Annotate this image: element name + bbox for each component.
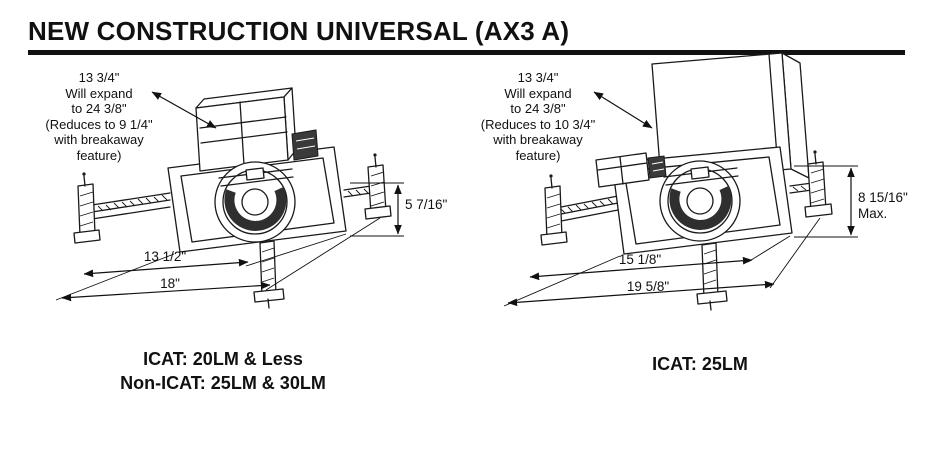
- left-nailer-bracket: [540, 174, 568, 246]
- left-width-dimensions: [55, 217, 381, 302]
- right-expand-dimension-arrow: [593, 91, 653, 129]
- note-line: (Reduces to 10 3/4": [480, 116, 596, 132]
- note-line: feature): [515, 147, 561, 163]
- right-height-dimension: [794, 165, 858, 238]
- note-line: 13 3/4": [78, 70, 120, 85]
- right-nailer-bracket: [804, 150, 833, 218]
- right-nailer-bracket: [364, 153, 392, 220]
- right-expand-note: 13 3/4" Will expand to 24 3/8" (Reduces …: [458, 70, 618, 163]
- right-height-dim-label: 8 15/16" Max.: [858, 190, 908, 222]
- left-expand-note: 13 3/4" Will expand to 24 3/8" (Reduces …: [20, 70, 178, 163]
- caption-line: ICAT: 20LM & Less: [143, 349, 303, 369]
- left-height-dimension: [350, 182, 404, 237]
- left-hanger-bar: [555, 195, 619, 223]
- height-suffix: Max.: [858, 206, 888, 221]
- right-hanger-bar: [343, 185, 372, 198]
- left-hanger-bar: [91, 192, 171, 220]
- note-line: Will expand: [504, 85, 572, 101]
- junction-box: [195, 87, 319, 172]
- right-hanger-bar: [789, 182, 813, 194]
- left-inner-width-dim-label: 13 1/2": [143, 249, 187, 264]
- caption-line: Non-ICAT: 25LM & 30LM: [120, 373, 326, 393]
- front-nailer-bracket: [696, 242, 728, 311]
- left-expand-dimension-arrow: [151, 91, 217, 129]
- front-nailer-bracket: [253, 240, 285, 309]
- caption-line: ICAT: 25LM: [652, 354, 748, 374]
- aperture-opening: [659, 160, 741, 242]
- plenum-box: [651, 52, 810, 181]
- title-underline: [28, 50, 905, 55]
- note-line: 13 3/4": [517, 70, 559, 85]
- left-height-dim-label: 5 7/16": [405, 197, 448, 212]
- note-line: to 24 3/8": [71, 101, 127, 116]
- height-value: 8 15/16": [858, 190, 908, 205]
- note-line: with breakaway: [54, 132, 144, 147]
- page-title: NEW CONSTRUCTION UNIVERSAL (AX3 A): [28, 16, 570, 46]
- right-inner-width-dim-label: 15 1/8": [618, 252, 662, 267]
- left-housing-caption: ICAT: 20LM & Less Non-ICAT: 25LM & 30LM: [58, 347, 388, 395]
- right-housing-drawing: [503, 52, 858, 311]
- aperture-opening: [214, 161, 296, 243]
- left-outer-width-dim-label: 18": [160, 276, 180, 291]
- note-line: feature): [76, 147, 122, 163]
- note-line: to 24 3/8": [510, 101, 566, 116]
- right-housing-caption: ICAT: 25LM: [560, 352, 840, 376]
- right-width-dimensions: [503, 217, 821, 307]
- right-outer-width-dim-label: 19 5/8": [626, 279, 670, 294]
- left-housing-drawing: [55, 87, 404, 309]
- left-nailer-bracket: [73, 172, 101, 244]
- note-line: Will expand: [65, 85, 133, 101]
- junction-box: [595, 152, 667, 188]
- note-line: with breakaway: [493, 132, 583, 147]
- note-line: (Reduces to 9 1/4": [45, 116, 153, 132]
